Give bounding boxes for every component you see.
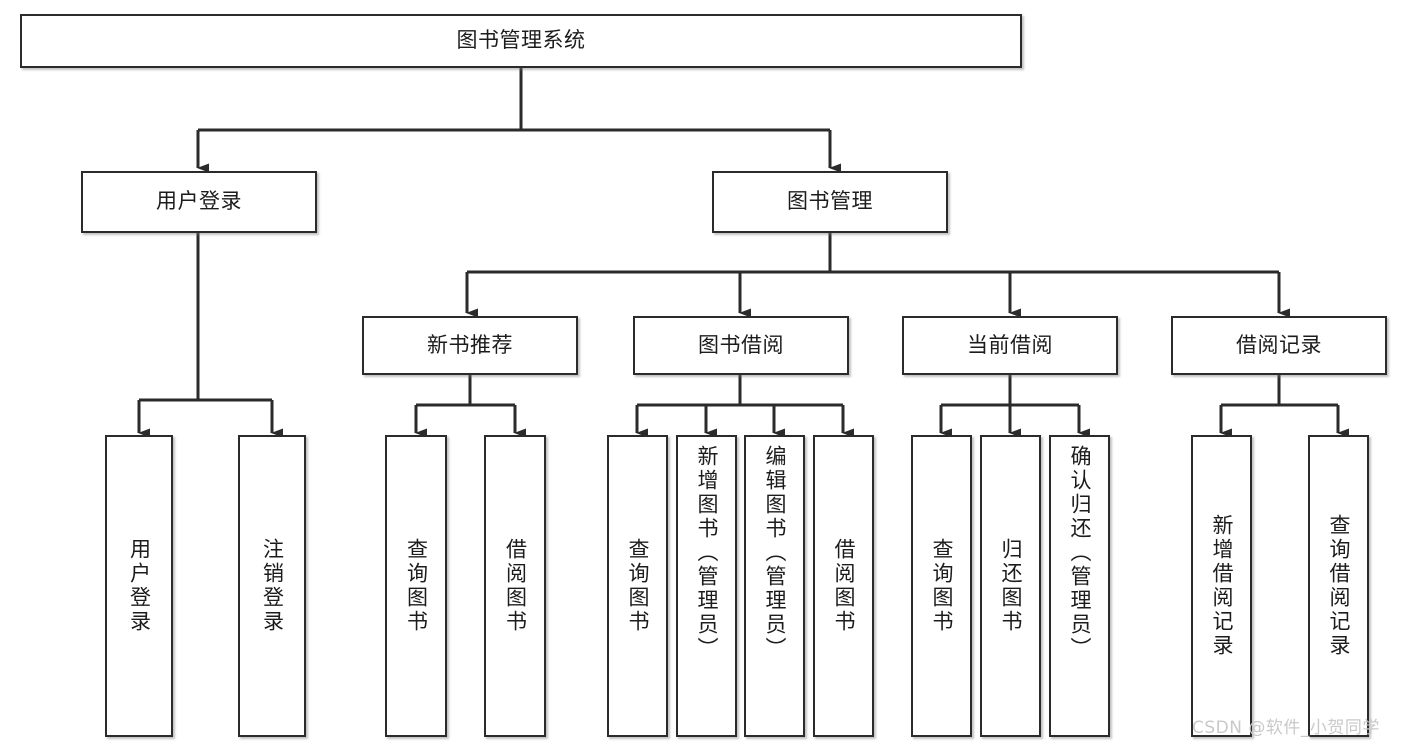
node-book-borrow-label: 图书借阅 bbox=[698, 332, 784, 357]
node-root[interactable]: 图书管理系统 bbox=[20, 14, 1022, 68]
node-root-label: 图书管理系统 bbox=[456, 28, 586, 53]
leaf-label: 查询图书 bbox=[626, 538, 650, 634]
node-current-borrow[interactable]: 当前借阅 bbox=[902, 316, 1118, 375]
leaf-user-login-logout[interactable]: 注销登录 bbox=[238, 435, 306, 737]
leaf-label: 查询图书 bbox=[930, 538, 954, 634]
node-borrow-record-label: 借阅记录 bbox=[1236, 332, 1322, 357]
leaf-label: 新增图书（管理员） bbox=[695, 445, 719, 661]
leaf-book-borrow-borrow[interactable]: 借阅图书 bbox=[813, 435, 874, 737]
leaf-label: 确认归还（管理员） bbox=[1068, 445, 1092, 661]
leaf-user-login-login[interactable]: 用户登录 bbox=[105, 435, 173, 737]
node-user-login-label: 用户登录 bbox=[156, 189, 242, 214]
leaf-new-book-query[interactable]: 查询图书 bbox=[385, 435, 447, 737]
node-book-management-label: 图书管理 bbox=[787, 189, 873, 214]
leaf-label: 借阅图书 bbox=[503, 538, 528, 634]
leaf-new-book-borrow[interactable]: 借阅图书 bbox=[484, 435, 546, 737]
leaf-label: 查询借阅记录 bbox=[1327, 514, 1351, 658]
node-new-book-recommend[interactable]: 新书推荐 bbox=[362, 316, 578, 375]
leaf-label: 借阅图书 bbox=[832, 538, 856, 634]
leaf-borrow-record-query[interactable]: 查询借阅记录 bbox=[1308, 435, 1369, 737]
leaf-current-borrow-return[interactable]: 归还图书 bbox=[980, 435, 1041, 737]
leaf-current-borrow-query[interactable]: 查询图书 bbox=[911, 435, 972, 737]
leaf-current-borrow-confirm-return[interactable]: 确认归还（管理员） bbox=[1049, 435, 1110, 737]
leaf-label: 查询图书 bbox=[404, 538, 429, 634]
leaf-book-borrow-add[interactable]: 新增图书（管理员） bbox=[676, 435, 737, 737]
leaf-label: 归还图书 bbox=[999, 538, 1023, 634]
node-current-borrow-label: 当前借阅 bbox=[967, 332, 1053, 357]
leaf-label: 新增借阅记录 bbox=[1210, 514, 1234, 658]
node-book-borrow[interactable]: 图书借阅 bbox=[633, 316, 849, 375]
leaf-label: 用户登录 bbox=[127, 538, 152, 634]
leaf-book-borrow-edit[interactable]: 编辑图书（管理员） bbox=[744, 435, 805, 737]
node-user-login[interactable]: 用户登录 bbox=[81, 171, 317, 233]
watermark: CSDN @软件_小贺同学 bbox=[1192, 718, 1380, 738]
leaf-label: 注销登录 bbox=[260, 538, 285, 634]
node-new-book-recommend-label: 新书推荐 bbox=[427, 332, 513, 357]
node-book-management[interactable]: 图书管理 bbox=[712, 171, 948, 233]
node-borrow-record[interactable]: 借阅记录 bbox=[1171, 316, 1387, 375]
leaf-book-borrow-query[interactable]: 查询图书 bbox=[607, 435, 668, 737]
leaf-label: 编辑图书（管理员） bbox=[763, 445, 787, 661]
leaf-borrow-record-add[interactable]: 新增借阅记录 bbox=[1191, 435, 1252, 737]
